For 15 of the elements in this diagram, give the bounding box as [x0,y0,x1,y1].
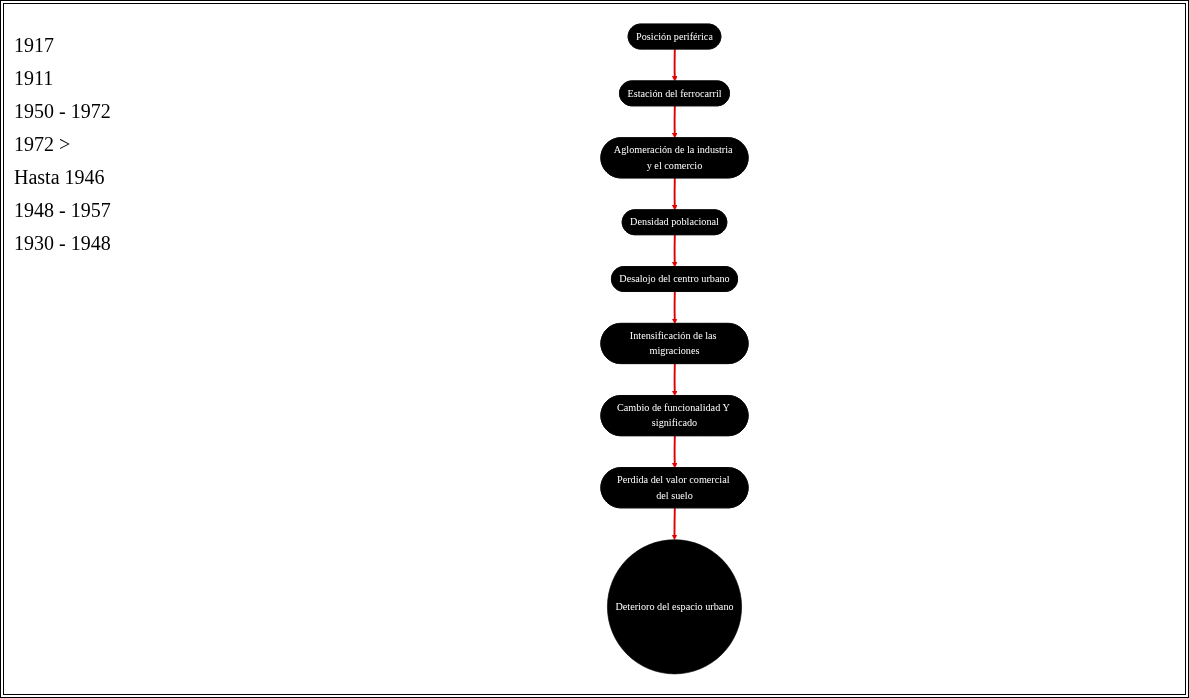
arrow [671,48,678,82]
year-label: 1950 - 1972 [14,100,112,123]
arrow [671,234,678,268]
year-label: 1911 [14,67,55,90]
year-label: 1972 > [14,133,72,156]
arrow [671,507,678,540]
arrow [671,435,678,469]
year-label: 1917 [14,34,55,57]
arrow [671,177,678,211]
arrow [671,362,678,397]
arrow [671,105,678,139]
year-label: 1948 - 1957 [14,199,112,222]
year-label: Hasta 1946 [14,166,106,189]
year-label: 1930 - 1948 [14,232,112,255]
arrow [671,290,678,324]
